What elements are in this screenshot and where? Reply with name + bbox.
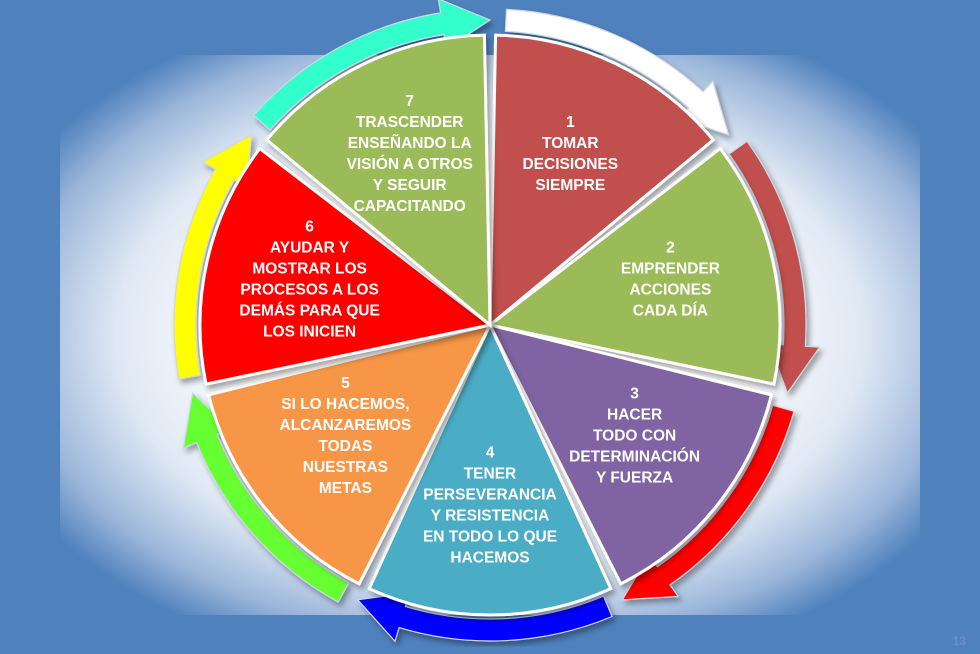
segment-4-line: HACEMOS: [450, 550, 529, 567]
segment-4-line: TENER: [464, 466, 517, 483]
segment-2-line: 2: [666, 239, 675, 256]
segment-5-line: ALCANZAREMOS: [280, 417, 412, 434]
segment-3-line: DETERMINACIÓN: [569, 447, 700, 465]
segment-6-line: MOSTRAR LOS: [252, 260, 367, 277]
wedge-2: [486, 146, 782, 386]
arrow-2-icon: [728, 140, 821, 395]
segment-5-line: NUESTRAS: [303, 459, 388, 476]
segment-4-line: PERSEVERANCIA: [423, 487, 557, 504]
segment-3-line: HACER: [607, 406, 662, 423]
segment-4-line: Y RESISTENCIA: [431, 508, 550, 525]
page-number: 13: [952, 634, 966, 648]
wedge-3: [487, 322, 774, 586]
segment-5-label: 5 SI LO HACEMOS, ALCANZAREMOS TODAS NUESTRAS…: [280, 375, 412, 497]
segment-6-line: LOS INICIEN: [263, 323, 356, 340]
segment-2-line: ACCIONES: [629, 281, 711, 298]
segment-7-line: TRASCENDER: [356, 114, 464, 131]
arrow-1-icon: [504, 8, 730, 136]
wedge-1: [488, 33, 716, 329]
segment-6-line: AYUDAR Y: [270, 239, 350, 256]
segment-6-line: 6: [305, 218, 314, 235]
segment-7-line: ENSEÑANDO LA: [348, 134, 472, 152]
segment-6-line: PROCESOS A LOS: [240, 281, 378, 298]
arrow-5-icon: [182, 391, 350, 603]
segment-5-line: SI LO HACEMOS,: [281, 396, 409, 413]
segment-5-line: METAS: [319, 480, 372, 497]
arrow-3-icon: [621, 404, 795, 601]
segment-6-line: DEMÁS PARA QUE: [239, 302, 379, 319]
segment-7-line: CAPACITANDO: [354, 198, 466, 215]
wedge-4: [367, 321, 613, 617]
segment-7-line: VISIÓN A OTROS: [347, 155, 473, 173]
segment-4-line: 4: [486, 445, 495, 462]
segment-5-line: TODAS: [318, 438, 372, 455]
wedge-6: [198, 146, 494, 386]
segment-2-line: CADA DÍA: [633, 302, 708, 319]
segment-3-line: Y FUERZA: [596, 469, 673, 486]
segment-3-line: TODO CON: [593, 427, 676, 444]
segment-1-line: SIEMPRE: [535, 177, 605, 194]
arrow-7-icon: [252, 0, 492, 131]
segment-7-line: 7: [405, 93, 414, 110]
segment-1-line: TOMAR: [542, 135, 599, 152]
segment-4-line: EN TODO LO QUE: [423, 529, 557, 546]
arrow-6-icon: [173, 133, 253, 380]
wedge-7: [264, 33, 492, 329]
segment-1-line: DECISIONES: [522, 156, 618, 173]
segment-7-line: Y SEGUIR: [373, 177, 447, 194]
wedge-5: [206, 322, 493, 586]
segment-3-line: 3: [630, 385, 639, 402]
segment-2-line: EMPRENDER: [621, 260, 720, 277]
segment-5-line: 5: [341, 375, 350, 392]
segment-1-line: 1: [566, 114, 575, 131]
arrow-4-icon: [356, 592, 613, 643]
